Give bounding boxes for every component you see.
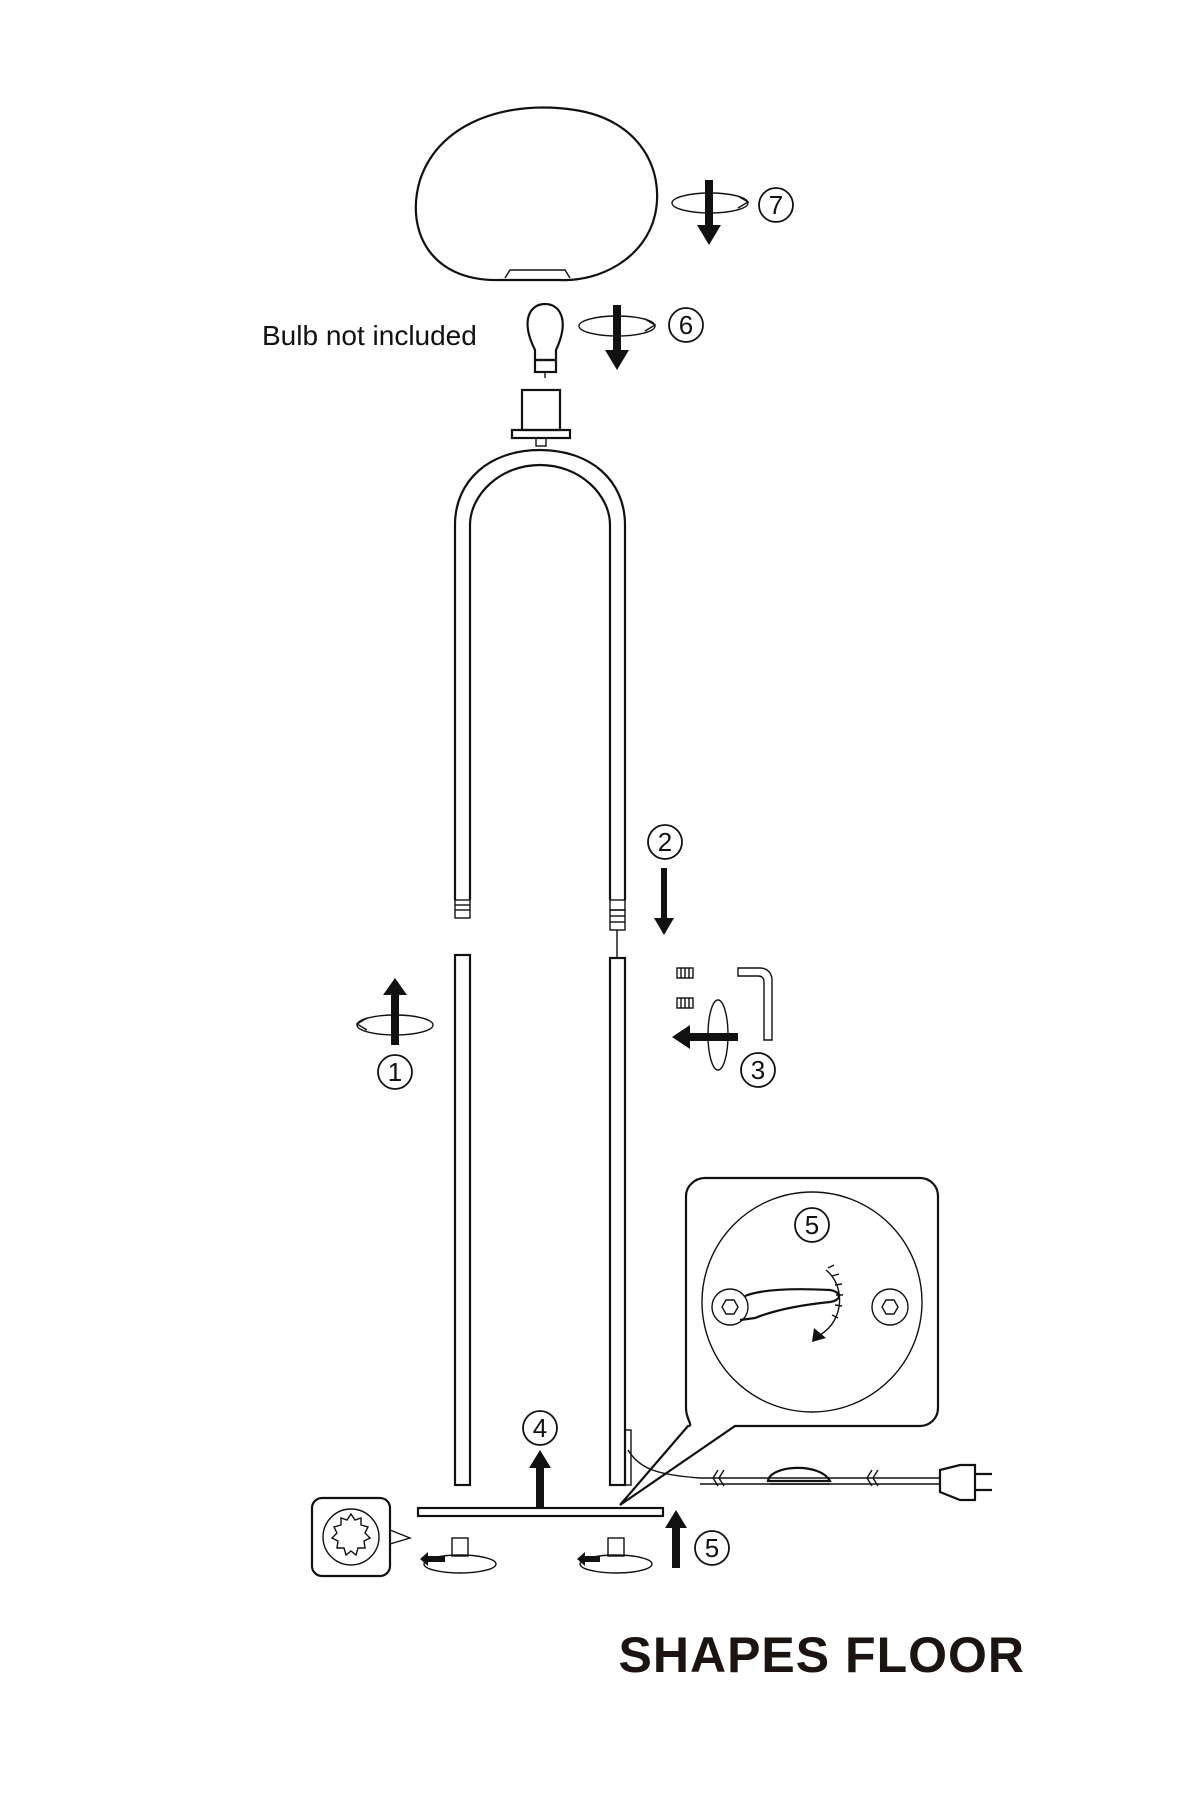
rotate-down-arrow-icon [578, 305, 657, 370]
foot-pad-detail [310, 1496, 413, 1578]
allen-key-icon [737, 967, 773, 1041]
upper-arch-tube [453, 448, 627, 958]
rotate-left-arrow-icon [672, 999, 738, 1071]
lower-tube-left [453, 953, 472, 1487]
power-cord [700, 1463, 992, 1502]
bulb-icon [526, 302, 564, 378]
step-3-marker: 3 [740, 1052, 776, 1088]
up-arrow-icon [665, 1510, 687, 1568]
step-7-marker: 7 [758, 187, 794, 223]
lower-tube-right [608, 956, 632, 1487]
step-5-bottom-number: 5 [705, 1533, 719, 1563]
step-2-marker: 2 [647, 824, 683, 860]
step-2-number: 2 [658, 827, 672, 857]
product-title: SHAPES FLOOR [619, 1627, 1025, 1683]
glass-shade [414, 106, 659, 282]
bulb-not-included-note: Bulb not included [262, 320, 477, 351]
rotate-down-arrow-icon [671, 180, 750, 245]
down-arrow-icon [654, 868, 674, 935]
foot-switch-icon [766, 1466, 832, 1483]
step-3-number: 3 [751, 1055, 765, 1085]
base-plate [416, 1449, 701, 1518]
set-screws-icon [676, 967, 694, 1009]
lamp-socket [510, 388, 572, 447]
step-7-number: 7 [769, 190, 783, 220]
step-5-detail-number: 5 [805, 1210, 819, 1240]
rotate-up-arrow-icon [355, 978, 434, 1045]
step-5-detail-marker: 5 [794, 1207, 830, 1243]
wrench-detail [619, 1176, 940, 1506]
step-5-marker: 5 [694, 1530, 730, 1566]
step-6-marker: 6 [668, 307, 704, 343]
plug-icon [938, 1463, 977, 1502]
base-foot-left [420, 1537, 497, 1574]
step-1-number: 1 [388, 1057, 402, 1087]
step-4-marker: 4 [522, 1410, 558, 1446]
wrench-icon [739, 1288, 841, 1322]
step-1-marker: 1 [377, 1054, 413, 1090]
step-6-number: 6 [679, 310, 693, 340]
step-4-number: 4 [533, 1413, 547, 1443]
base-foot-right [577, 1537, 653, 1574]
up-arrow-icon [529, 1450, 551, 1508]
